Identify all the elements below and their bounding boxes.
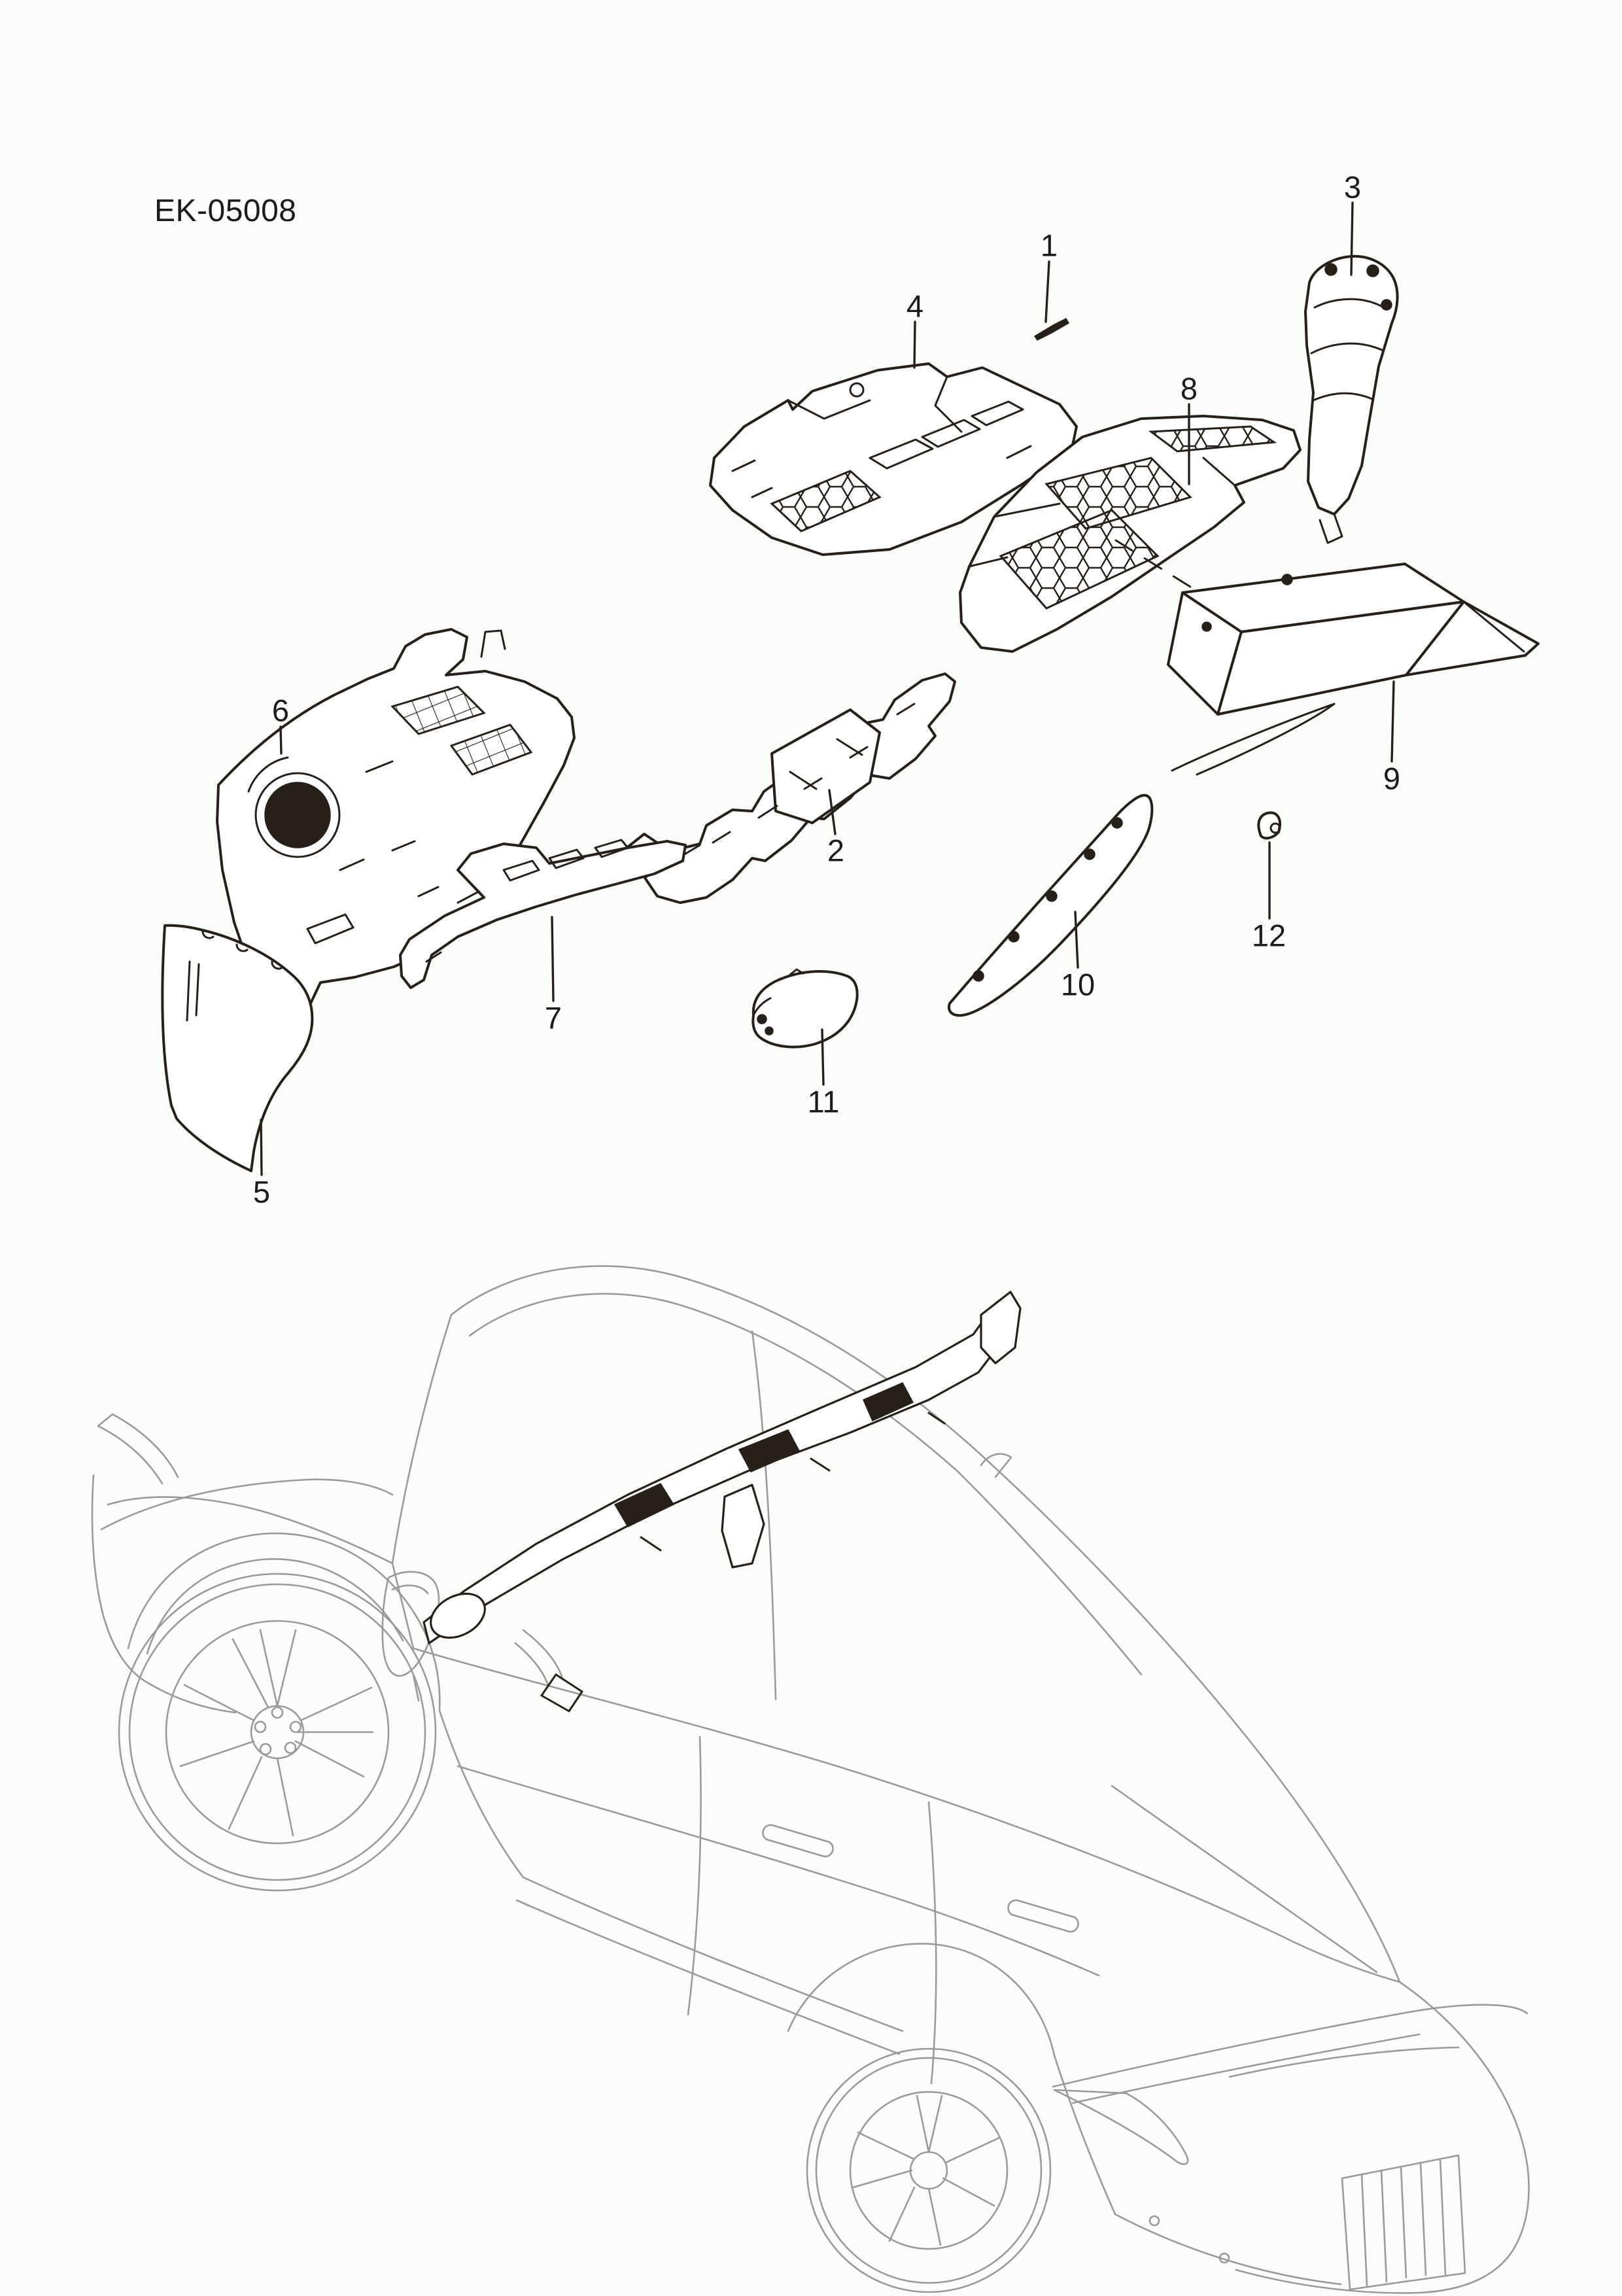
callout-number-11: 11 [808, 1085, 840, 1119]
callout-number-4: 4 [906, 289, 923, 324]
callout-number-7: 7 [545, 1001, 562, 1035]
callout-number-10: 10 [1061, 967, 1095, 1002]
part-10-pillar-trim [948, 793, 1154, 1017]
part-4-upper-panel [709, 362, 1078, 556]
part-7-lower-panel [399, 839, 687, 989]
callout-leader-9 [1390, 680, 1395, 763]
part-1-clip-cover [1034, 318, 1069, 341]
callout-number-12: 12 [1252, 918, 1286, 953]
callout-leader-4 [913, 321, 916, 369]
callout-leader-5 [260, 1119, 263, 1176]
callout-leader-1 [1044, 260, 1050, 323]
callout-number-3: 3 [1344, 170, 1361, 205]
part-12-stopper [1257, 811, 1282, 840]
callout-number-5: 5 [253, 1175, 270, 1209]
callout-leader-10 [1074, 911, 1079, 969]
callout-number-9: 9 [1383, 761, 1400, 796]
callout-leader-3 [1350, 201, 1354, 276]
vehicle-outline [91, 1265, 1530, 2294]
callout-leader-2 [828, 789, 837, 835]
part-6-instrument-panel [216, 628, 576, 1045]
installed-dashboard-overlay [423, 1291, 1022, 1713]
part-5-end-cap [161, 924, 314, 1172]
part-11-cover-trim [751, 968, 859, 1049]
rear-wheel-spokes [852, 2095, 1001, 2246]
parts-exploded-view [161, 254, 1540, 1172]
front-wheel-spokes [179, 1629, 374, 1837]
page-code-label: EK-05008 [154, 194, 297, 228]
part-9-glove-box [1167, 563, 1540, 776]
part-8-center-panel [959, 415, 1302, 655]
callout-number-8: 8 [1181, 372, 1198, 406]
callout-number-6: 6 [272, 693, 289, 728]
callout-number-1: 1 [1041, 228, 1058, 263]
callout-leader-7 [551, 916, 555, 1002]
part-3-side-bracket [1304, 254, 1399, 544]
callout-leader-11 [821, 1028, 825, 1086]
callout-number-2: 2 [827, 833, 844, 868]
